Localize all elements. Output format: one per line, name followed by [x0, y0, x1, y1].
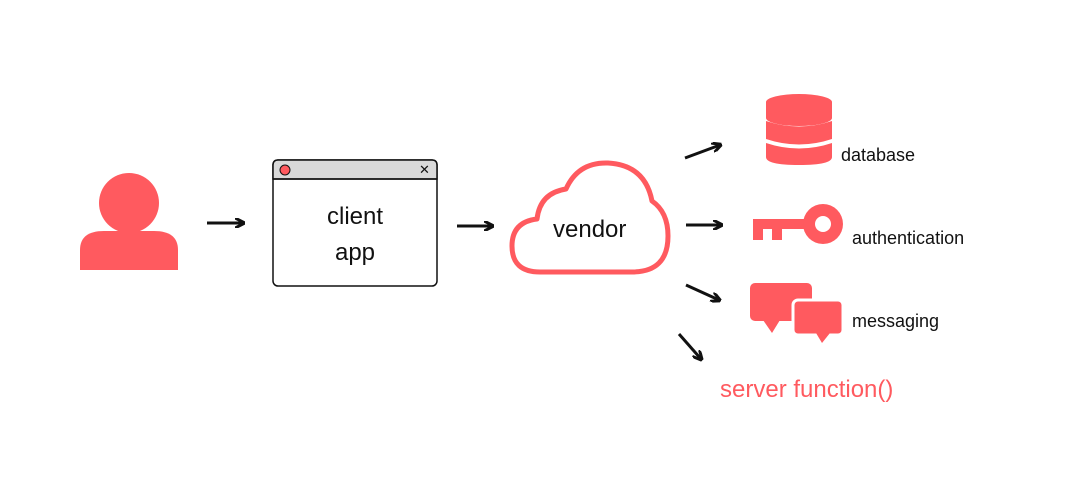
- cloud-icon: [509, 160, 671, 275]
- client-app-label-line1: client: [326, 203, 384, 230]
- person-icon: [80, 173, 178, 270]
- arrow-to-messaging: [685, 283, 719, 300]
- close-icon: ✕: [419, 162, 430, 177]
- chat-bubbles-icon: [750, 283, 845, 343]
- arrow-to-server-function: [677, 333, 701, 359]
- window-dot-icon: [279, 164, 291, 176]
- database-icon: [766, 94, 832, 165]
- vendor-label: vendor: [553, 216, 627, 243]
- key-icon: [753, 204, 843, 244]
- arrow-to-database: [684, 145, 720, 160]
- messaging-label: messaging: [852, 311, 940, 331]
- server-function-label: server function(): [720, 376, 894, 403]
- client-app-window: [272, 159, 438, 287]
- client-app-label-line2: app: [334, 239, 376, 266]
- authentication-label: authentication: [852, 228, 965, 248]
- database-label: database: [841, 145, 916, 165]
- client-app-label: client app: [273, 199, 437, 271]
